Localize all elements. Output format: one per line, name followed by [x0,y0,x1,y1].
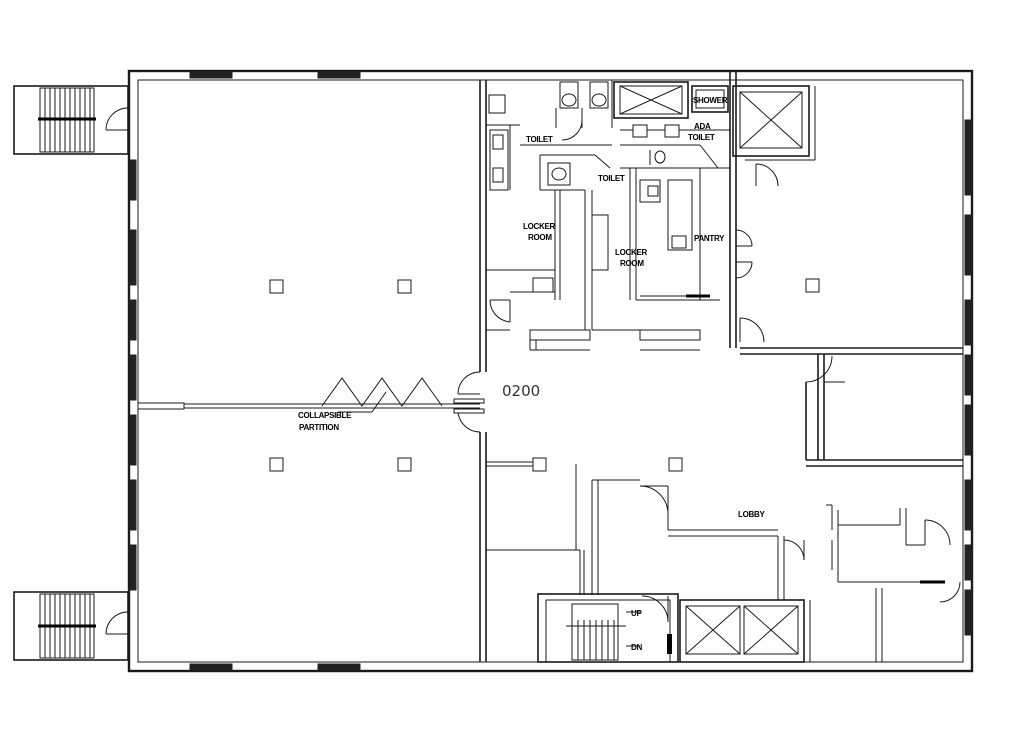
lobby-area [486,457,833,663]
room-labels: TOILET TOILET SHOWER ADA TOILET LOCKER R… [298,96,766,652]
restroom-core [486,80,730,351]
right-rooms [740,278,963,662]
label-toilet-men: TOILET [526,135,553,144]
label-lobby: LOBBY [738,510,765,519]
windows [129,71,972,671]
label-ada: ADA [694,122,711,131]
label-locker-b-1: LOCKER [615,248,648,257]
label-shower: SHOWER [693,96,728,105]
room-number: 0200 [502,382,540,400]
label-stair-up: UP [631,609,642,618]
label-locker-a-2: ROOM [528,233,552,242]
exterior-walls [127,69,974,673]
label-pantry: PANTRY [694,234,725,243]
pantry-area [729,72,816,348]
label-toilet-women: TOILET [598,174,625,183]
left-rooms [137,80,487,662]
label-locker-a-1: LOCKER [523,222,556,231]
label-collapsible: COLLAPSIBLE [298,411,352,420]
label-ada-toilet: TOILET [688,133,715,142]
label-locker-b-2: ROOM [620,259,644,268]
label-stair-dn: DN [631,643,642,652]
exterior-stair-top [13,85,129,155]
label-partition: PARTITION [299,423,339,432]
exterior-stair-bottom [13,591,129,661]
